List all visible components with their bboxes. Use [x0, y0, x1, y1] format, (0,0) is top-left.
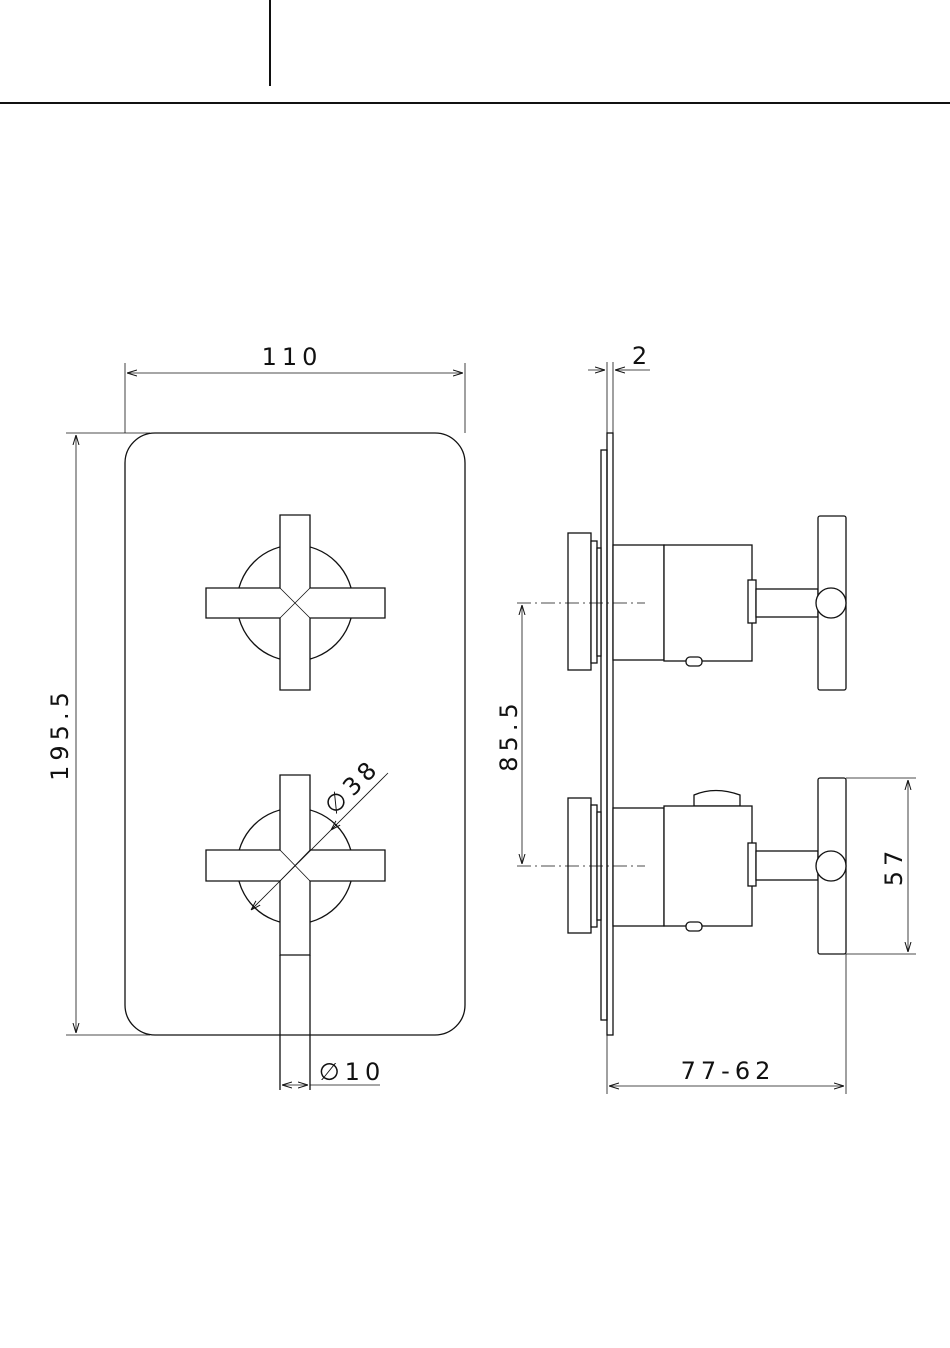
dim-projection-label: 77-62: [681, 1057, 776, 1085]
dim-plate-thickness: 2: [588, 342, 652, 433]
side-view: 2 85.5 57 77-62: [495, 342, 916, 1094]
dim-handle-spacing-label: 85.5: [495, 698, 523, 771]
dim-handle-length-label: 57: [880, 846, 908, 887]
lower-stem: [756, 851, 818, 880]
lower-backplate-flange: [568, 798, 591, 933]
lower-lever-knob: [694, 791, 740, 807]
upper-backplate-flange: [568, 533, 591, 670]
dim-projection: 77-62: [607, 954, 846, 1094]
lower-handle-front: [206, 775, 385, 1090]
title-block: [0, 0, 950, 103]
upper-body: [664, 545, 752, 661]
side-plate-face: [607, 433, 613, 1035]
dim-rose-diameter: ∅38: [251, 753, 388, 910]
dim-spindle-diameter-label: ∅10: [319, 1058, 385, 1086]
lower-body: [664, 806, 752, 926]
lower-sleeve: [613, 808, 664, 926]
side-plate-back: [601, 450, 607, 1020]
lower-handle-side: [568, 778, 846, 954]
upper-handle-side: [568, 516, 846, 690]
dim-height-label: 195.5: [46, 687, 74, 781]
upper-sleeve: [613, 545, 664, 660]
dim-spindle-diameter: ∅10: [282, 1058, 385, 1086]
dim-height: 195.5: [46, 433, 150, 1035]
dim-handle-spacing: 85.5: [495, 605, 523, 864]
front-view: 110 195.5 ∅38 ∅10: [46, 343, 465, 1090]
dim-plate-thickness-label: 2: [632, 342, 652, 370]
dim-width: 110: [125, 343, 465, 433]
upper-stem: [756, 589, 818, 617]
dim-width-label: 110: [262, 343, 323, 371]
dim-rose-diameter-label: ∅38: [319, 753, 386, 820]
dim-handle-length: 57: [846, 778, 916, 954]
upper-handle-front: [206, 515, 385, 690]
